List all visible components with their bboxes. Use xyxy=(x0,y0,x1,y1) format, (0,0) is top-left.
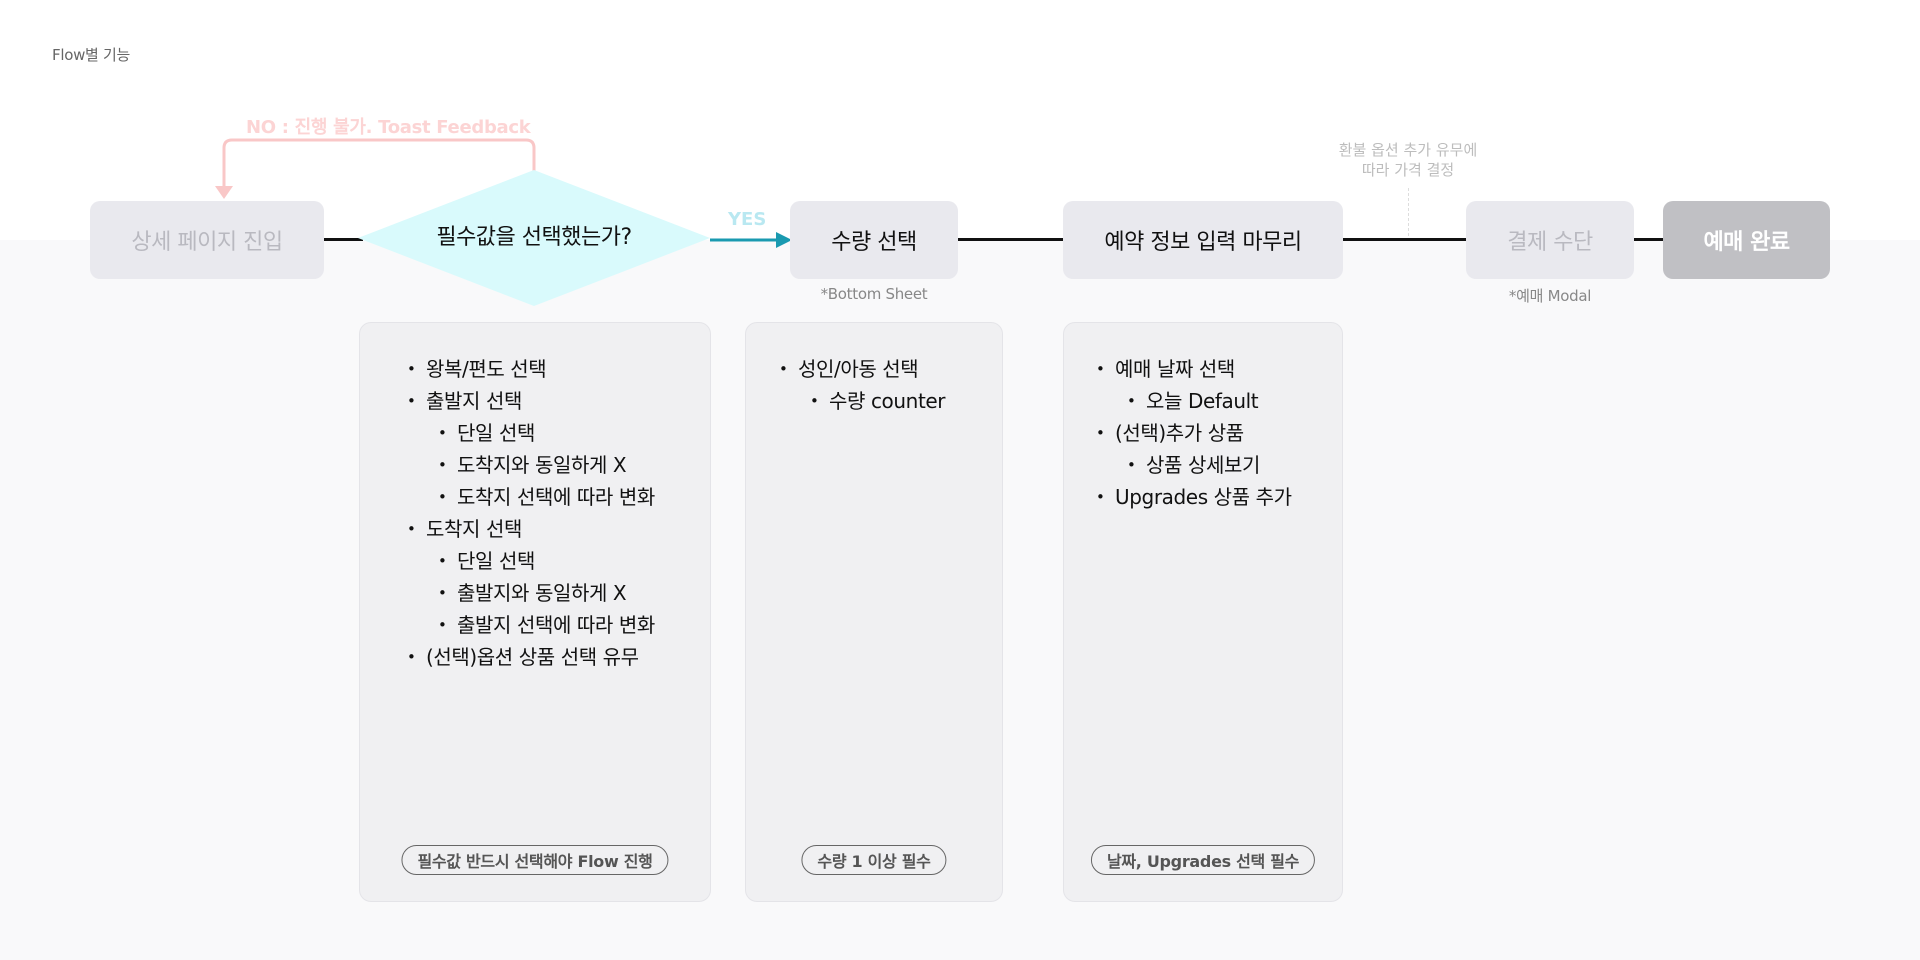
card-quantity: 성인/아동 선택수량 counter 수량 1 이상 필수 xyxy=(745,322,1003,902)
list-item: 예매 날짜 선택 xyxy=(1096,353,1342,385)
quantity-badge: 수량 1 이상 필수 xyxy=(801,845,947,875)
list-item: 출발지 선택 xyxy=(407,385,710,417)
connector-start-decision xyxy=(323,238,363,241)
required-values-list: 왕복/편도 선택출발지 선택단일 선택도착지와 동일하게 X도착지 선택에 따라… xyxy=(360,353,710,673)
card-required-values: 왕복/편도 선택출발지 선택단일 선택도착지와 동일하게 X도착지 선택에 따라… xyxy=(359,322,711,902)
list-item: 성인/아동 선택 xyxy=(779,353,1002,385)
connector-payment-complete xyxy=(1633,238,1664,241)
decision-label: 필수값을 선택했는가? xyxy=(436,225,632,250)
yes-label: YES xyxy=(728,209,767,230)
node-booking-complete: 예매 완료 xyxy=(1663,201,1830,279)
card-booking-info: 예매 날짜 선택오늘 Default(선택)추가 상품상품 상세보기Upgrad… xyxy=(1063,322,1343,902)
refund-note-guide xyxy=(1408,188,1409,236)
list-item: (선택)추가 상품 xyxy=(1096,417,1342,449)
list-item: 출발지와 동일하게 X xyxy=(438,577,710,609)
node-booking-info: 예약 정보 입력 마무리 xyxy=(1063,201,1343,279)
page-title: Flow별 기능 xyxy=(52,46,131,64)
list-item: 도착지와 동일하게 X xyxy=(438,449,710,481)
decision-diamond xyxy=(358,170,710,306)
booking-info-badge: 날짜, Upgrades 선택 필수 xyxy=(1090,845,1316,875)
node-quantity-select: 수량 선택 xyxy=(790,201,958,279)
required-values-badge: 필수값 반드시 선택해야 Flow 진행 xyxy=(401,845,669,875)
no-label: NO : 진행 불가. Toast Feedback xyxy=(246,117,531,138)
list-item: 왕복/편도 선택 xyxy=(407,353,710,385)
list-item: Upgrades 상품 추가 xyxy=(1096,481,1342,513)
list-item: 출발지 선택에 따라 변화 xyxy=(438,609,710,641)
refund-note-line2: 따라 가격 결정 xyxy=(1361,161,1455,179)
node-detail-page-entry: 상세 페이지 진입 xyxy=(90,201,324,279)
list-item: 수량 counter xyxy=(810,385,1002,417)
no-loop-path xyxy=(222,138,536,188)
booking-info-list: 예매 날짜 선택오늘 Default(선택)추가 상품상품 상세보기Upgrad… xyxy=(1064,353,1342,513)
list-item: (선택)옵션 상품 선택 유무 xyxy=(407,641,710,673)
list-item: 도착지 선택에 따라 변화 xyxy=(438,481,710,513)
connector-booking-payment xyxy=(1342,238,1467,241)
payment-note: *예매 Modal xyxy=(1508,287,1592,305)
list-item: 오늘 Default xyxy=(1127,385,1342,417)
list-item: 단일 선택 xyxy=(438,417,710,449)
node-payment-method: 결제 수단 xyxy=(1466,201,1634,279)
list-item: 단일 선택 xyxy=(438,545,710,577)
quantity-note: *Bottom Sheet xyxy=(820,285,928,303)
list-item: 상품 상세보기 xyxy=(1127,449,1342,481)
decision-diamond-shape xyxy=(358,170,710,306)
yes-arrowhead xyxy=(776,232,792,248)
refund-note-line1: 환불 옵션 추가 유무에 xyxy=(1338,141,1478,159)
refund-note: 환불 옵션 추가 유무에 따라 가격 결정 xyxy=(1330,140,1486,180)
list-item: 도착지 선택 xyxy=(407,513,710,545)
quantity-list: 성인/아동 선택수량 counter xyxy=(746,353,1002,417)
no-loop-arrowhead xyxy=(215,186,233,199)
connector-quantity-booking xyxy=(957,238,1064,241)
